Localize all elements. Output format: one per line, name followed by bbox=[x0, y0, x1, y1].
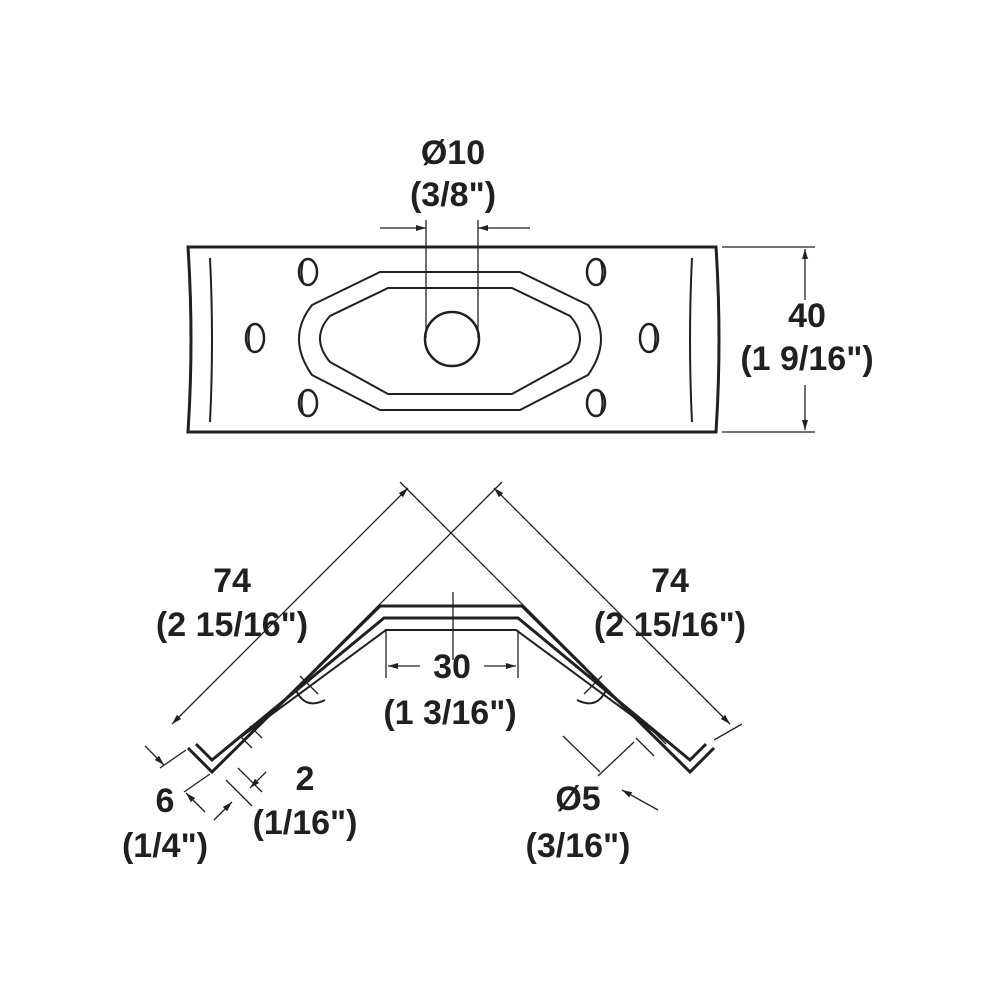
screw-hole-dimension: Ø5 (3/16") bbox=[526, 725, 667, 865]
thickness-dimension: 2 (1/16") bbox=[213, 725, 358, 842]
flat-top-imperial: (1 3/16") bbox=[383, 694, 516, 732]
width-metric: 40 bbox=[788, 297, 826, 335]
left-leg-metric: 74 bbox=[213, 562, 251, 600]
top-view: Ø10 (3/8") 40 (1 9/16") bbox=[186, 134, 874, 434]
hole-diameter-dimension: Ø10 (3/8") bbox=[380, 134, 530, 338]
right-leg-dimension: 74 (2 15/16") bbox=[493, 487, 746, 741]
hole-diameter-metric: Ø10 bbox=[421, 134, 485, 172]
lip-imperial: (1/4") bbox=[122, 827, 208, 865]
left-leg-imperial: (2 15/16") bbox=[156, 606, 308, 644]
bend-line-left bbox=[209, 257, 213, 423]
screw-hole-top-right bbox=[585, 257, 607, 287]
hole-diameter-imperial: (3/8") bbox=[410, 176, 496, 214]
screw-hole-bottom-left bbox=[297, 388, 319, 418]
screw-hole-imperial: (3/16") bbox=[526, 827, 631, 865]
right-leg-imperial: (2 15/16") bbox=[594, 606, 746, 644]
width-dimension: 40 (1 9/16") bbox=[722, 246, 874, 433]
plate-outline bbox=[186, 245, 721, 434]
bracket-profile-inner bbox=[194, 616, 708, 763]
screw-holes bbox=[244, 257, 660, 418]
screw-hole-mid-left bbox=[244, 322, 266, 354]
screw-hole-mid-right bbox=[638, 322, 660, 354]
lip-dimension: 6 (1/4") bbox=[122, 745, 211, 865]
screw-hole-metric: Ø5 bbox=[555, 780, 600, 818]
bend-line-right bbox=[689, 257, 693, 423]
rib-outer bbox=[298, 271, 602, 411]
center-hole bbox=[423, 310, 481, 368]
screw-hole-top-left bbox=[297, 257, 319, 287]
bracket-profile-outer bbox=[186, 604, 716, 775]
left-leg-dimension: 74 (2 15/16") bbox=[156, 487, 409, 725]
width-imperial: (1 9/16") bbox=[740, 340, 873, 378]
flat-top-metric: 30 bbox=[433, 648, 471, 686]
thickness-metric: 2 bbox=[296, 760, 315, 798]
rib-inner bbox=[319, 287, 581, 395]
side-view: 74 (2 15/16") 74 (2 15/16") 30 (1 3/16")… bbox=[122, 481, 746, 865]
screw-hole-bottom-right bbox=[585, 388, 607, 418]
right-leg-metric: 74 bbox=[651, 562, 689, 600]
lip-metric: 6 bbox=[156, 782, 175, 820]
flat-top-dimension: 30 (1 3/16") bbox=[383, 630, 519, 732]
thickness-imperial: (1/16") bbox=[253, 804, 358, 842]
